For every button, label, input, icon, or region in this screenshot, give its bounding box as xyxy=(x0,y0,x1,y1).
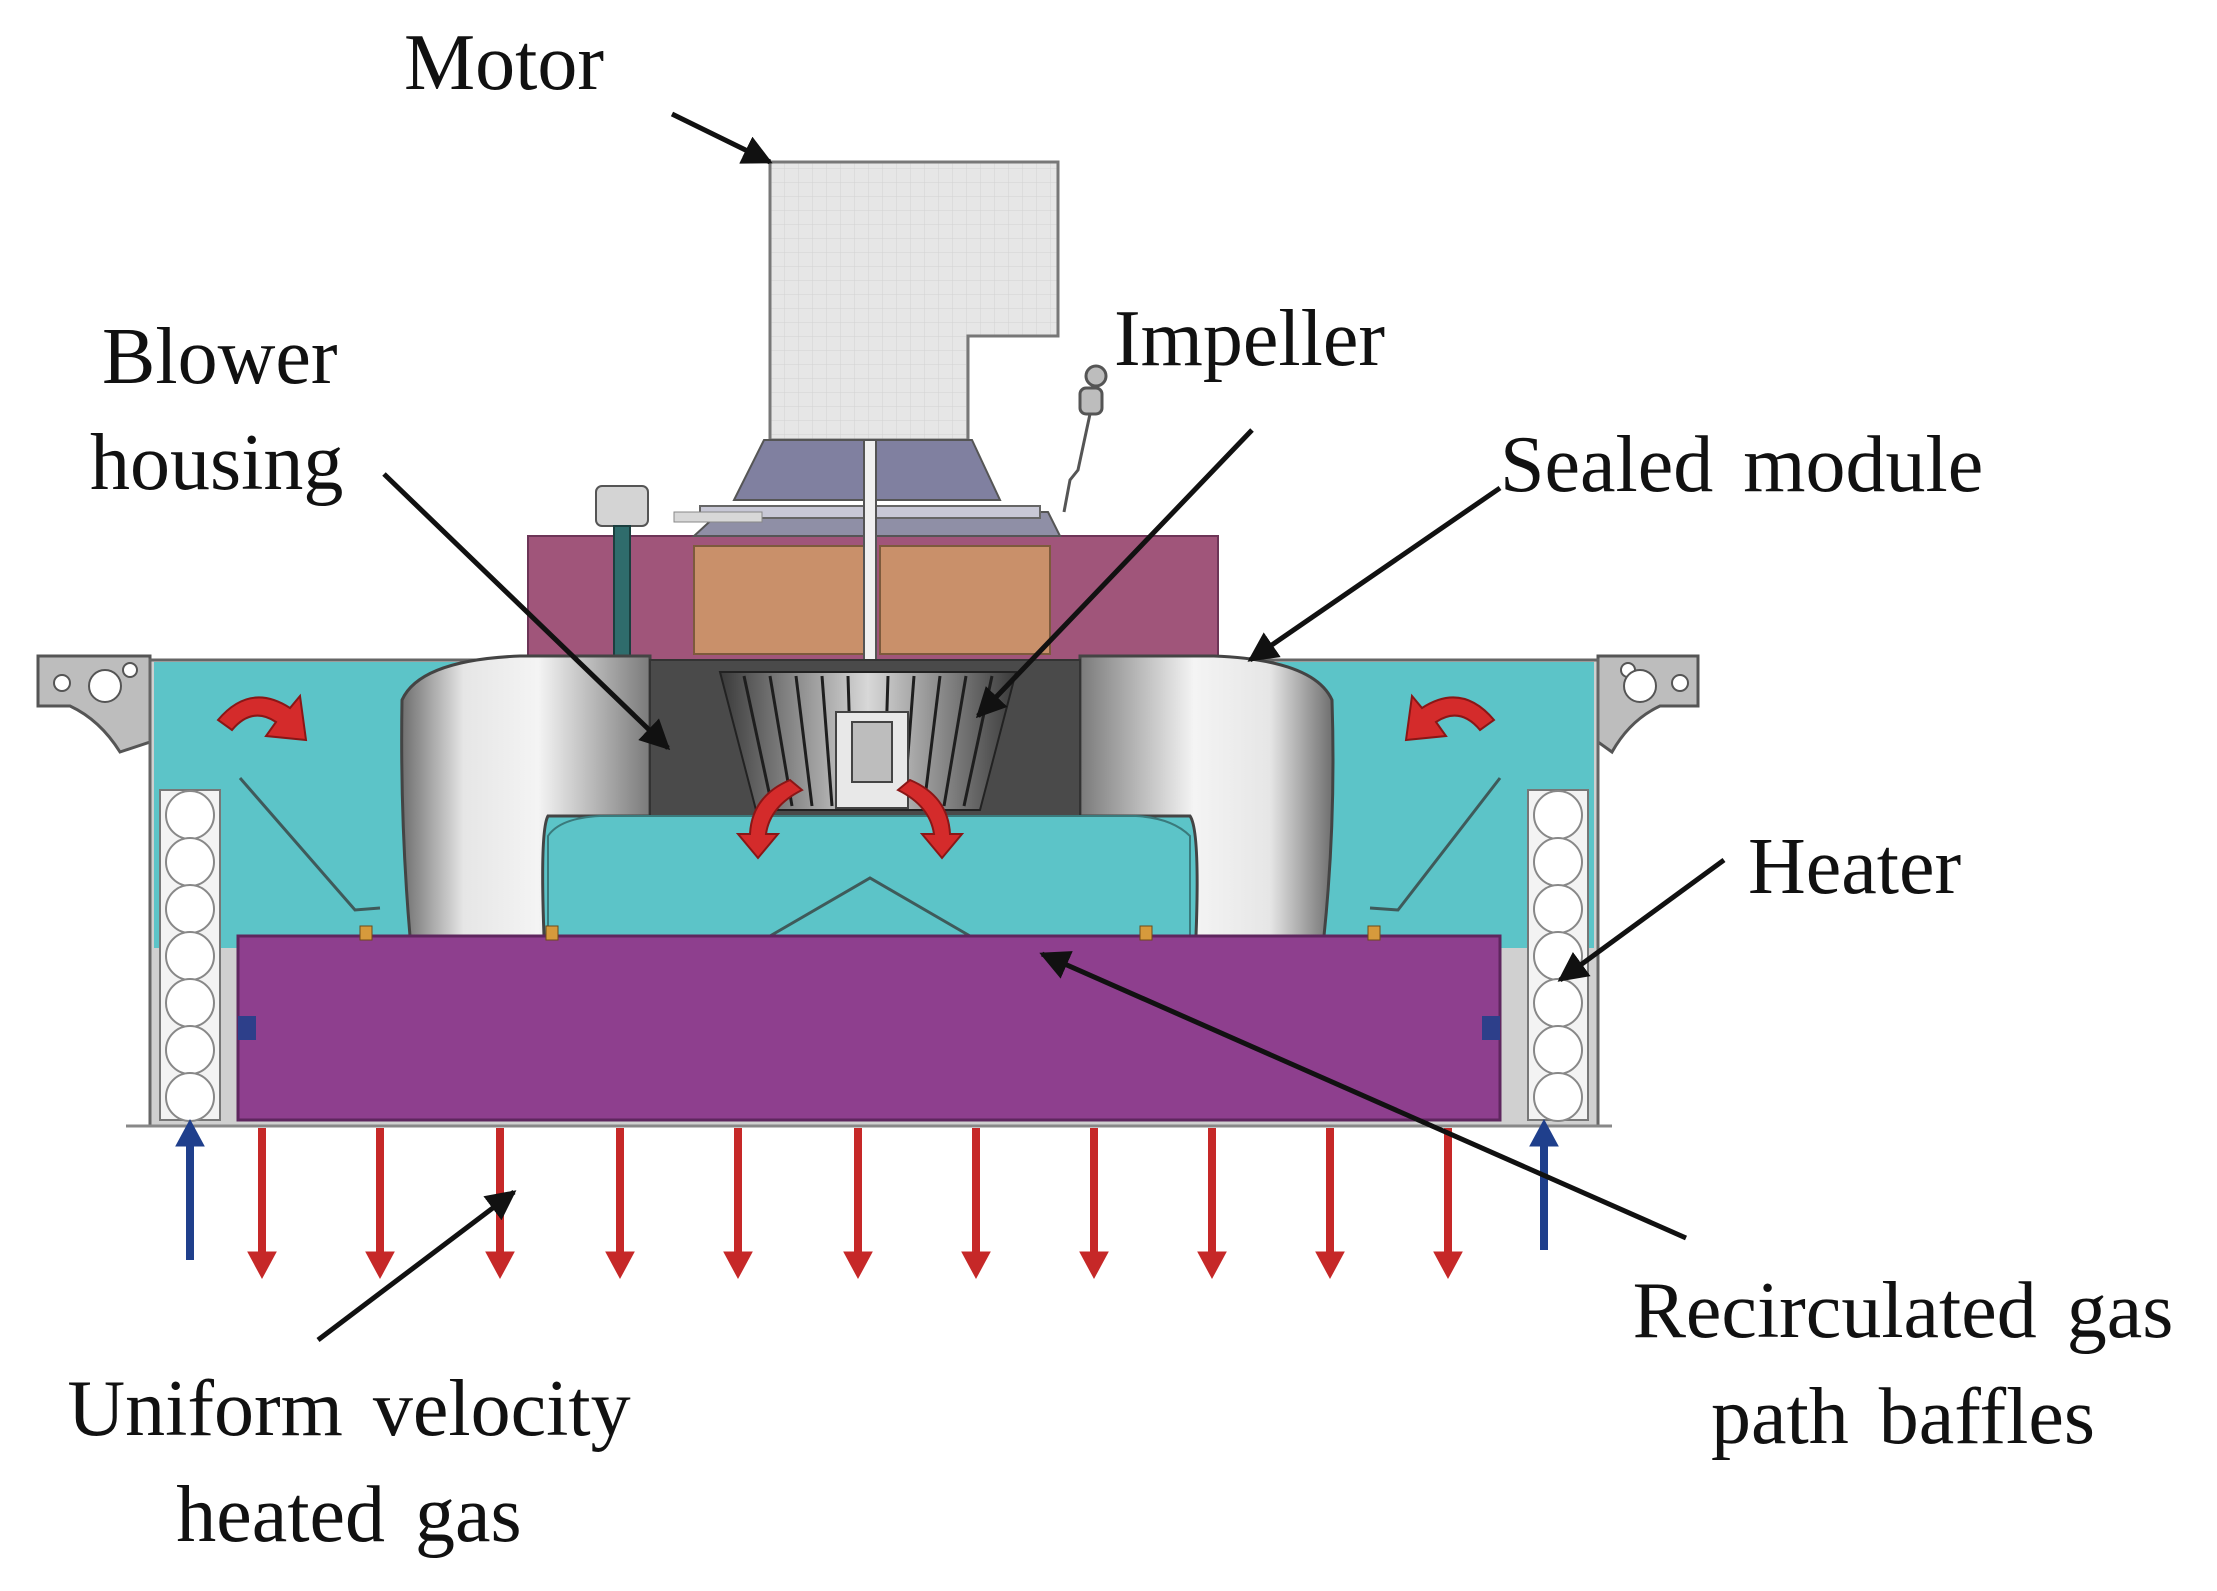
label-leader-lines xyxy=(316,111,1726,1342)
recirc-arrow-top-left xyxy=(216,693,308,742)
uniform-velocity-leader xyxy=(316,1190,517,1342)
impeller-leader xyxy=(975,428,1254,719)
outlet-arrow xyxy=(1315,1128,1345,1280)
label-blower-line2: housing xyxy=(90,419,344,507)
outlet-arrow xyxy=(723,1128,753,1280)
inlet-plate xyxy=(547,815,1191,937)
label-sealed-module: Sealed module xyxy=(1500,421,1984,509)
return-gas-inlet-arrows xyxy=(175,1118,1559,1260)
outlet-arrow xyxy=(365,1128,395,1280)
inlet-arrow-right xyxy=(1529,1118,1559,1250)
outlet-arrow xyxy=(605,1128,635,1280)
inlet-arrow-left xyxy=(175,1118,205,1260)
right-mounting-flange xyxy=(1596,654,1700,755)
motor xyxy=(768,160,1060,442)
motor-winding-right xyxy=(879,545,1051,655)
right-heater-coils xyxy=(1527,789,1589,1122)
outlet-arrow xyxy=(247,1128,277,1280)
recirc-arrow-top-right xyxy=(1404,693,1496,742)
blower-housing-right xyxy=(1078,654,1335,938)
blower-module-structure xyxy=(36,160,1700,1128)
impeller xyxy=(718,671,1018,811)
baffles-leader xyxy=(1039,951,1688,1241)
recirculation-flow-arrows xyxy=(216,693,1496,860)
heater-leader xyxy=(1557,857,1726,983)
outlet-arrow xyxy=(843,1128,873,1280)
cable-connector xyxy=(1062,364,1108,513)
motor-leader xyxy=(670,111,773,165)
label-recirc-line1: Recirculated gas xyxy=(1632,1267,2174,1355)
base-plenum xyxy=(236,934,1502,1122)
sealed-module-leader xyxy=(1247,485,1502,663)
label-motor: Motor xyxy=(404,19,604,107)
motor-winding-left xyxy=(693,545,865,655)
blower-housing-leader xyxy=(382,472,671,751)
outlet-arrow xyxy=(961,1128,991,1280)
label-blower-line1: Blower xyxy=(102,313,338,401)
left-heater-coils xyxy=(159,789,221,1122)
heated-gas-outlet-arrows xyxy=(247,1128,1463,1280)
label-heater: Heater xyxy=(1748,823,1962,911)
label-uniform-line2: heated gas xyxy=(176,1471,522,1559)
recirc-arrow-inlet-left xyxy=(735,778,804,860)
outlet-arrow xyxy=(1079,1128,1109,1280)
outlet-arrow xyxy=(1433,1128,1463,1280)
label-uniform-line1: Uniform velocity xyxy=(67,1365,631,1453)
blower-housing-left xyxy=(400,654,652,938)
recirc-arrow-inlet-right xyxy=(896,778,965,860)
left-mounting-flange xyxy=(36,654,152,754)
seam-fasteners xyxy=(359,925,1381,941)
label-recirc-line2: path baffles xyxy=(1711,1373,2095,1461)
outlet-arrow xyxy=(1197,1128,1227,1280)
label-impeller: Impeller xyxy=(1114,295,1385,383)
